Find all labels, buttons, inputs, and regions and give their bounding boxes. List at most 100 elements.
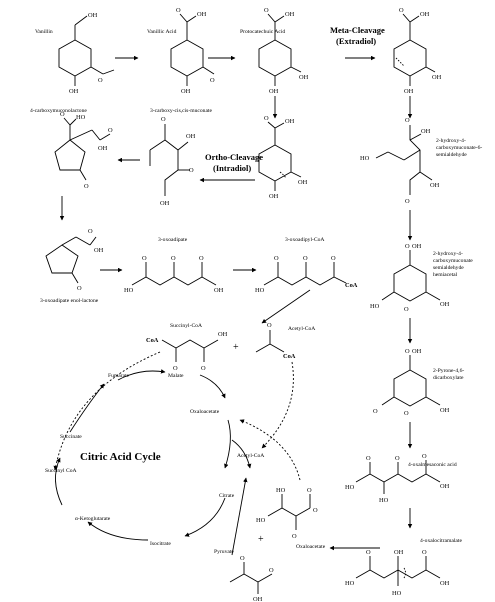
vanillic-acid-label: Vanillic Acid bbox=[147, 29, 177, 35]
ortho-substrate-o: O bbox=[264, 115, 269, 122]
hemiacetal-label-line1: 2-hydroxy-4- bbox=[433, 251, 463, 257]
protocatechuic-acid-label: Protocatechuic Acid bbox=[240, 29, 285, 35]
protocatechuic-oh2: OH bbox=[299, 74, 309, 81]
tca-fumarate: Fumarate bbox=[108, 373, 130, 379]
vanillic-oh2: OH bbox=[181, 88, 191, 95]
oxoadipate-ho: HO bbox=[124, 287, 134, 294]
vanillin-structure: OH O OH bbox=[58, 12, 115, 95]
carboxymuconolactone-label: 4-carboxymuconolactone bbox=[30, 108, 87, 114]
tca-malate: Malate bbox=[168, 373, 184, 379]
carboxymuconolactone-structure: O HO O OH O bbox=[54, 111, 113, 190]
meta-substrate-oh3: OH bbox=[404, 88, 414, 95]
protocatechuic-oh: OH bbox=[285, 11, 295, 18]
vanillic-acid-structure: O OH O OH bbox=[170, 7, 215, 95]
citric-acid-cycle: Citric Acid Cycle Fumarate Malate Oxaloa… bbox=[45, 369, 264, 547]
oxaloacetate-ho2: HO bbox=[276, 487, 286, 494]
cm-oh2: OH bbox=[160, 200, 170, 207]
cml-oh: HO bbox=[76, 114, 86, 121]
tca-citrate: Citrate bbox=[219, 493, 235, 499]
succinyl-oh: OH bbox=[218, 331, 228, 338]
oxalocitramalate-label: 4-oxalocitramalate bbox=[420, 538, 462, 544]
oxalmes-o3: O bbox=[422, 453, 427, 460]
pyruvate-o2: O bbox=[269, 567, 274, 574]
oxaloacetate-ho: HO bbox=[256, 517, 266, 524]
oxoadipyl-coa: CoA bbox=[345, 282, 358, 289]
arrow-pyruvate-to-acetyl bbox=[231, 477, 248, 556]
cml-o3: O bbox=[84, 183, 89, 190]
oxoadipyl-o: O bbox=[274, 255, 279, 262]
enol-oh: OH bbox=[94, 247, 104, 254]
acetyl-coa-structure: O CoA bbox=[255, 322, 296, 360]
tca-isocitrate: Isocitrate bbox=[150, 541, 171, 547]
arrow-to-succinyl-acetyl bbox=[261, 289, 311, 324]
pyruvate-structure: O OH O bbox=[229, 555, 274, 602]
meta-substrate-oh2: OH bbox=[432, 74, 442, 81]
oxoadipyl-coa-structure: HO O O O CoA bbox=[255, 255, 358, 294]
plus-sign-2: + bbox=[258, 534, 264, 545]
meta-cleavage-title: Meta-Cleavage bbox=[330, 25, 385, 35]
tca-oxaloacetate: Oxaloacetate bbox=[190, 409, 220, 415]
cm-o2: O bbox=[189, 167, 194, 174]
tca-succinate: Succinate bbox=[60, 434, 82, 440]
oxalocit-oh2: OH bbox=[440, 580, 450, 587]
oxalmesaconic-structure: O O O HO OH HO bbox=[345, 453, 450, 504]
hemiacetal-ho: HO bbox=[370, 303, 380, 310]
oxoadipate-o3: O bbox=[199, 255, 204, 262]
cml-oh2: OH bbox=[98, 145, 108, 152]
hcm-semialdehyde-structure: O OH HO OH O bbox=[360, 117, 440, 205]
protocatechuic-o: O bbox=[264, 7, 269, 14]
vanillic-o: O bbox=[176, 7, 181, 14]
oxalocitramalate-structure: O OH O HO HO OH bbox=[345, 549, 450, 597]
oxalmes-o: O bbox=[366, 455, 371, 462]
oxaloacetate-o2: O bbox=[292, 533, 297, 540]
carboxy-muconate-structure: O OH O OH bbox=[149, 116, 196, 207]
hcms-ho: HO bbox=[360, 155, 370, 162]
oxoadipate-label: 3-oxoadipate bbox=[158, 237, 188, 243]
pyruvate-label: Pyruvate bbox=[214, 549, 234, 555]
pyruvate-oh: OH bbox=[253, 596, 263, 602]
oxalocit-oh: OH bbox=[394, 549, 404, 556]
citric-acid-cycle-title: Citric Acid Cycle bbox=[80, 451, 161, 463]
ortho-cleavage-title: Ortho-Cleavage bbox=[205, 152, 263, 162]
pyrone-label-line2: dicarboxylate bbox=[433, 375, 464, 381]
acetyl-o: O bbox=[267, 322, 272, 329]
oxoadipate-oh: OH bbox=[214, 287, 224, 294]
acetyl-coa-label: Acetyl-CoA bbox=[288, 326, 315, 332]
vanillin-oh: OH bbox=[88, 12, 98, 19]
enol-o: O bbox=[88, 228, 93, 235]
oxoadipate-structure: HO O O O OH bbox=[124, 255, 224, 294]
hcms-o2: O bbox=[405, 198, 410, 205]
succinyl-o2: O bbox=[201, 365, 206, 372]
hcms-oh: OH bbox=[421, 128, 431, 135]
succinyl-coa-label: Succinyl-CoA bbox=[170, 323, 202, 329]
oxalocit-o2: O bbox=[422, 549, 427, 556]
meta-cleavage-substrate-structure: O OH OH OH bbox=[393, 7, 442, 95]
hcms-label-line3: semialdehyde bbox=[436, 152, 467, 158]
hemiacetal-o: O bbox=[405, 243, 410, 250]
oxoadipyl-ho: HO bbox=[255, 287, 265, 294]
tca-alpha-ketoglutarate: α-Ketoglutarate bbox=[75, 516, 111, 522]
cm-o: O bbox=[161, 116, 166, 123]
meta-substrate-oh: OH bbox=[420, 11, 430, 18]
ortho-substrate-oh2: OH bbox=[298, 179, 308, 186]
oxalmes-ho: HO bbox=[345, 484, 355, 491]
succinyl-coa-structure: CoA O O OH bbox=[146, 331, 228, 372]
oxalmes-ho2: HO bbox=[379, 497, 389, 504]
pyrone-o: O bbox=[405, 348, 410, 355]
enol-o2: O bbox=[77, 285, 82, 292]
plus-sign-1: + bbox=[233, 342, 239, 353]
oxoadipyl-coa-label: 3-oxoadipyl-CoA bbox=[285, 237, 324, 243]
enol-lactone-structure: O OH O bbox=[45, 228, 104, 292]
succinyl-o: O bbox=[173, 365, 178, 372]
hemiacetal-o2: O bbox=[404, 306, 409, 313]
oxalmes-oh: OH bbox=[440, 483, 450, 490]
oxoadipate-o2: O bbox=[171, 255, 176, 262]
succinyl-coa-coa: CoA bbox=[146, 337, 159, 344]
meta-cleavage-subtitle: (Extradiol) bbox=[336, 36, 376, 46]
hcms-o: O bbox=[405, 117, 410, 124]
oxalocit-ho: HO bbox=[345, 580, 355, 587]
oxoadipyl-o3: O bbox=[331, 255, 336, 262]
dashed-link-acetyl-coa bbox=[261, 361, 294, 449]
oxaloacetate-structure: HO HO O O O bbox=[256, 487, 318, 540]
dashed-link-oxaloacetate bbox=[239, 419, 301, 481]
